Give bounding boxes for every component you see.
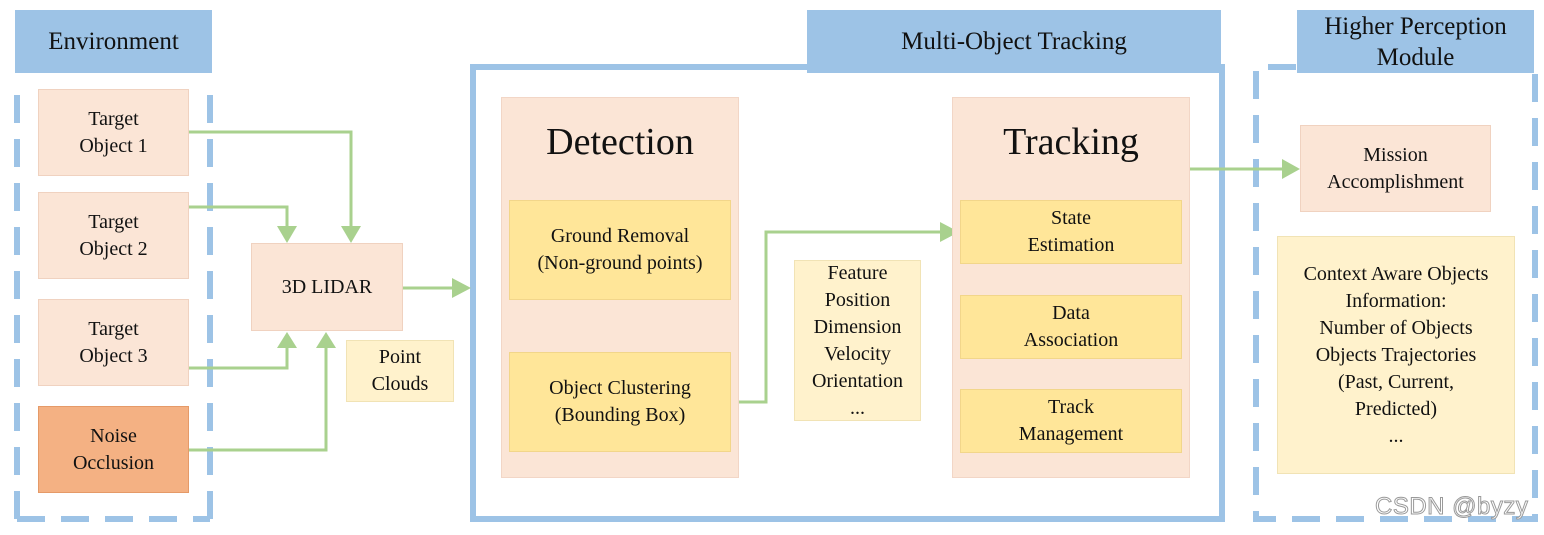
text-line: Track	[1048, 396, 1094, 418]
higher-perception-frame	[1253, 64, 1538, 522]
text-line: (Non-ground points)	[537, 252, 703, 274]
text-line: Point	[378, 346, 422, 368]
text-line: Estimation	[1027, 234, 1115, 256]
text-line: Number of Objects	[1319, 316, 1473, 339]
text-line: Dimension	[813, 315, 902, 338]
text-line: Object 1	[79, 134, 148, 157]
ground-removal-step: Ground Removal (Non-ground points)	[509, 200, 731, 300]
text-line: Higher Perception	[1324, 12, 1507, 40]
text-line: Predicted)	[1354, 397, 1438, 420]
text-line: ...	[1388, 424, 1404, 447]
text-line: Objects Trajectories	[1315, 343, 1477, 366]
arrowhead-noise	[316, 332, 336, 348]
arrow-cluster-to-state	[731, 230, 940, 404]
text-line: Management	[1018, 423, 1124, 445]
arrowhead-target3	[277, 332, 297, 348]
text-line: Association	[1023, 329, 1119, 351]
object-clustering-step: Object Clustering (Bounding Box)	[509, 352, 731, 452]
arrowhead-target1	[341, 226, 361, 243]
arrow-target3-to-lidar	[189, 348, 289, 370]
mot-header: Multi-Object Tracking	[807, 10, 1221, 73]
arrowhead-mission	[1282, 159, 1300, 179]
text-line: Accomplishment	[1327, 170, 1464, 193]
arrow-target1-to-lidar	[189, 130, 353, 226]
text-line: Velocity	[824, 342, 891, 365]
text-line: Context Aware Objects	[1303, 262, 1489, 285]
text-line: Module	[1376, 43, 1455, 71]
text-line: Position	[824, 288, 891, 311]
text-line: Ground Removal	[550, 225, 690, 247]
text-line: Object 3	[79, 344, 148, 367]
detection-title: Detection	[546, 121, 694, 163]
lidar-box: 3D LIDAR	[251, 243, 403, 331]
text-line: (Bounding Box)	[554, 404, 686, 426]
text-line: Information:	[1345, 289, 1447, 312]
text-line: Target	[88, 107, 139, 130]
text-line: Object 2	[79, 237, 148, 260]
watermark: CSDN @byzy	[1374, 493, 1529, 521]
text-line: (Past, Current,	[1337, 370, 1455, 393]
arrow-target2-to-lidar	[189, 205, 289, 226]
text-line: Target	[88, 317, 139, 340]
text-line: Orientation	[811, 369, 904, 392]
text-line: Environment	[48, 28, 179, 55]
text-line: Mission	[1363, 143, 1428, 166]
environment-frame	[14, 95, 213, 522]
text-line: Occlusion	[72, 451, 155, 474]
text-line: 3D LIDAR	[281, 275, 373, 298]
arrow-noise-to-lidar	[189, 348, 328, 452]
text-line: Object Clustering	[549, 377, 691, 399]
text-line: Target	[88, 210, 139, 233]
text-line: Multi-Object Tracking	[901, 28, 1127, 55]
tracking-title: Tracking	[1003, 121, 1139, 163]
arrowhead-lidar	[452, 278, 471, 298]
text-line: ...	[850, 396, 865, 419]
text-line: Feature	[827, 261, 888, 284]
arrowhead-cluster	[940, 222, 959, 242]
arrowhead-target2	[277, 226, 297, 243]
text-line: Noise	[90, 424, 137, 447]
text-line: Data	[1052, 302, 1090, 324]
text-line: State	[1051, 207, 1091, 229]
text-line: Clouds	[371, 373, 429, 395]
environment-header: Environment	[15, 10, 212, 73]
